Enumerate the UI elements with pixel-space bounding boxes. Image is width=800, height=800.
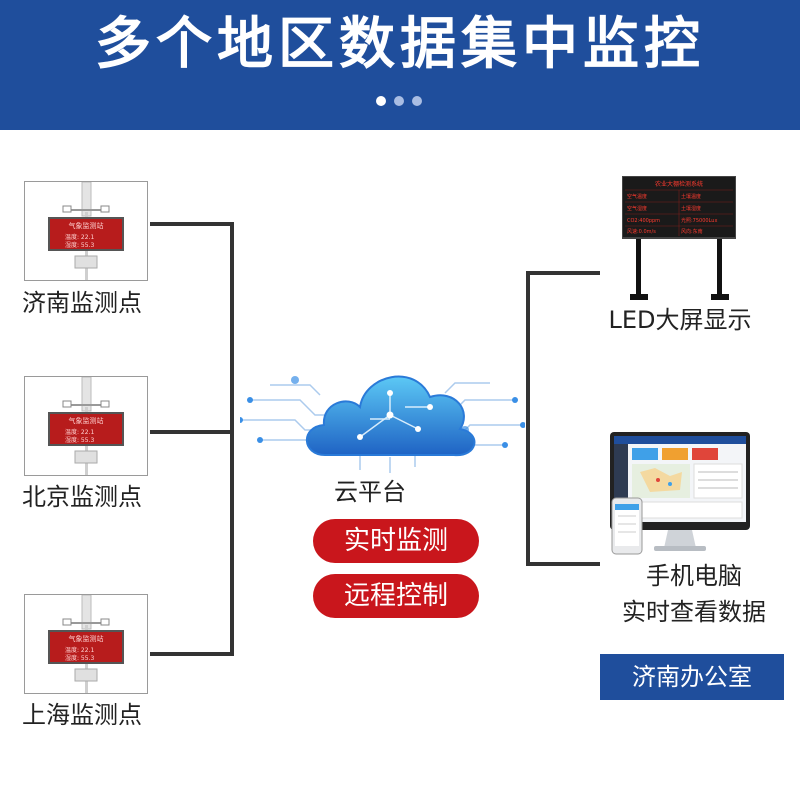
svg-text:气象监测站: 气象监测站 (69, 416, 104, 425)
station-label-jinan: 济南监测点 (22, 288, 172, 318)
weather-station-icon: 气象监测站 温度: 22.1 湿度: 55.3 (25, 182, 147, 280)
svg-text:湿度: 55.3: 湿度: 55.3 (65, 654, 94, 662)
svg-text:温度: 22.1: 温度: 22.1 (65, 233, 94, 241)
svg-text:湿度: 55.3: 湿度: 55.3 (65, 436, 94, 444)
svg-text:气象监测站: 气象监测站 (69, 634, 104, 643)
station-image-beijing: 气象监测站 温度: 22.1 湿度: 55.3 (24, 376, 148, 476)
weather-station-icon: 气象监测站 温度: 22.1 湿度: 55.3 (25, 377, 147, 475)
computer-monitor-icon (610, 432, 752, 556)
feature-remote-control: 远程控制 (313, 574, 479, 618)
office-badge: 济南办公室 (600, 654, 784, 700)
led-cell: 风速:0.0m/s (627, 229, 656, 235)
led-label: LED大屏显示 (590, 304, 770, 336)
led-cell: 空气湿度 (627, 205, 647, 212)
led-cell: 土壤温度 (681, 193, 701, 200)
station-label-beijing: 北京监测点 (22, 482, 172, 512)
station-image-shanghai: 气象监测站 温度: 22.1 湿度: 55.3 (24, 594, 148, 694)
led-cell: 风向:东南 (681, 228, 703, 235)
feature-realtime-monitoring: 实时监测 (313, 519, 479, 563)
led-board-icon: 农业大棚检测系统 空气温度 土壤温度 空气湿度 土壤湿度 CO2:400ppm … (622, 176, 736, 302)
cloud-platform-label: 云平台 (310, 472, 430, 507)
computer-label-line2: 实时查看数据 (594, 596, 794, 628)
computer-label-line1: 手机电脑 (594, 560, 794, 592)
svg-text:温度: 22.1: 温度: 22.1 (65, 428, 94, 436)
svg-text:温度: 22.1: 温度: 22.1 (65, 646, 94, 654)
svg-text:气象监测站: 气象监测站 (69, 221, 104, 230)
led-board-title: 农业大棚检测系统 (655, 180, 703, 188)
led-cell: 土壤湿度 (681, 205, 701, 212)
led-cell: CO2:400ppm (627, 218, 660, 224)
svg-text:湿度: 55.3: 湿度: 55.3 (65, 241, 94, 249)
cloud-icon (240, 345, 525, 475)
led-cell: 光照:75000Lux (681, 217, 717, 224)
led-cell: 空气温度 (627, 193, 647, 200)
station-image-jinan: 气象监测站 温度: 22.1 湿度: 55.3 (24, 181, 148, 281)
station-label-shanghai: 上海监测点 (22, 700, 172, 730)
weather-station-icon: 气象监测站 温度: 22.1 湿度: 55.3 (25, 595, 147, 693)
